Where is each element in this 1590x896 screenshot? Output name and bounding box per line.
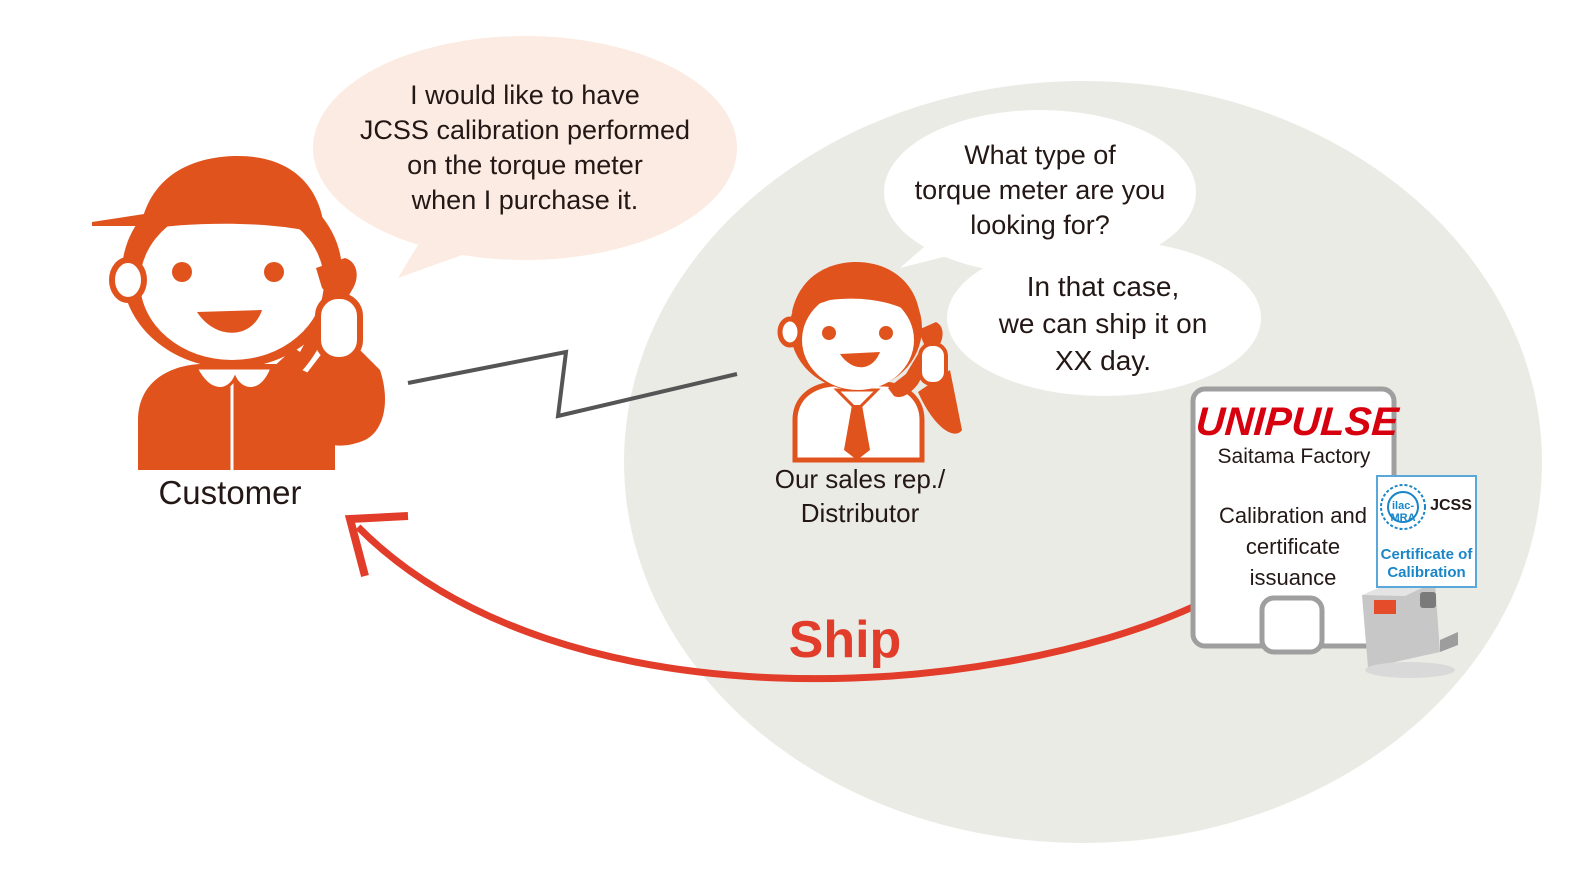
certificate-line: Certificate of (1380, 546, 1473, 563)
sales-question-line: What type of (964, 140, 1116, 170)
sales-label: Our sales rep./ Distributor (740, 462, 980, 530)
certificate-line: Calibration (1387, 564, 1466, 581)
jcss-mark: JCSS (1430, 497, 1472, 514)
unipulse-logo: UNIPULSE (1194, 400, 1400, 444)
customer-label: Customer (158, 474, 302, 511)
customer-speech-line: I would like to have (410, 80, 640, 110)
customer-speech-bubble (313, 36, 737, 278)
sales-question-line: looking for? (970, 210, 1110, 240)
phone-connection-zigzag-icon (407, 349, 738, 419)
factory-panel (1190, 386, 1397, 655)
factory-name: Saitama Factory (1217, 445, 1371, 468)
customer-speech-line: on the torque meter (407, 150, 643, 180)
sales-label-line: Distributor (800, 498, 920, 528)
sales-label-line: Our sales rep./ (774, 464, 946, 494)
sales-question: What type of torque meter are you lookin… (890, 138, 1190, 243)
ship-label: Ship (788, 611, 902, 669)
factory-service-line: issuance (1249, 565, 1337, 590)
sales-answer: In that case, we can ship it on XX day. (960, 268, 1246, 379)
ilac-mra-mark: ilac-MRA (1390, 500, 1416, 524)
sales-question-bubble (884, 110, 1196, 274)
customer-speech-line: when I purchase it. (411, 185, 639, 215)
sales-question-line: torque meter are you (914, 175, 1166, 205)
sales-answer-bubble (947, 240, 1261, 396)
certificate-badge (1376, 475, 1477, 588)
ship-arrow (344, 512, 1197, 683)
person-with-tie-on-phone-icon (777, 262, 962, 463)
sales-answer-line: XX day. (1055, 345, 1151, 376)
customer-speech: I would like to have JCSS calibration pe… (330, 78, 720, 218)
person-with-cap-on-phone-icon (92, 156, 385, 470)
customer-speech-line: JCSS calibration performed (359, 115, 691, 145)
sales-answer-line: we can ship it on (998, 308, 1208, 339)
factory-service-line: certificate (1245, 534, 1341, 559)
factory-service: Calibration and certificate issuance (1200, 500, 1386, 593)
factory-service-line: Calibration and (1219, 503, 1367, 528)
sales-answer-line: In that case, (1026, 271, 1180, 302)
certificate-title: Certificate of Calibration (1378, 546, 1475, 582)
